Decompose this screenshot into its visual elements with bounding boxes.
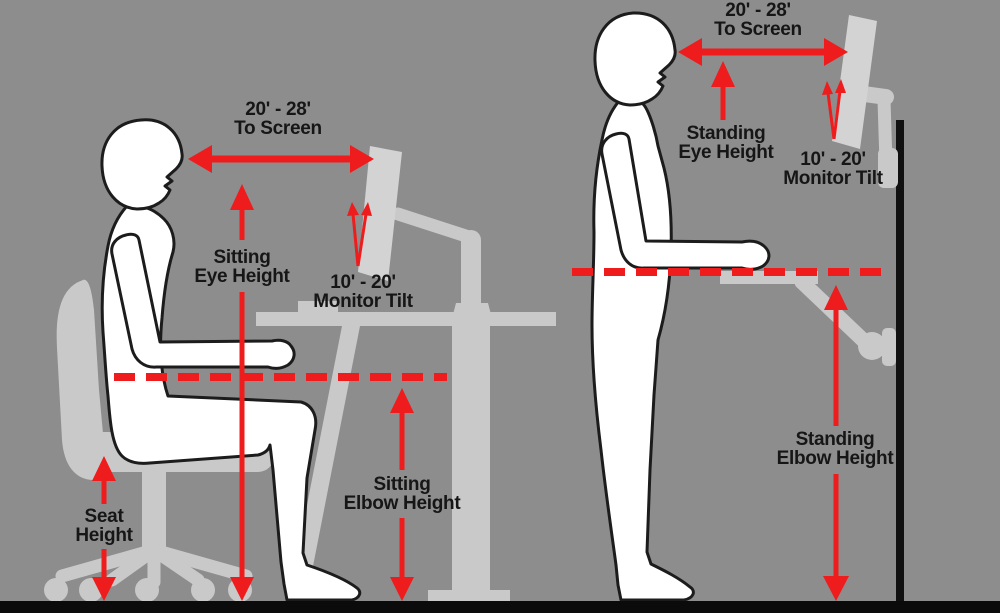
red-annotations <box>92 38 892 601</box>
chair-post <box>142 472 166 552</box>
chair-base <box>55 543 253 589</box>
sitting-desk <box>256 301 556 604</box>
label-sitting-elbow-height: Sitting Elbow Height <box>322 475 482 513</box>
label-line: Elbow Height <box>343 493 461 514</box>
sitting-monitor-tilt-arrow <box>347 202 372 267</box>
sitting-to-screen-arrow <box>188 145 374 173</box>
desk-column <box>452 326 490 602</box>
standing-to-screen-arrow <box>678 38 848 66</box>
sitting-person-head <box>100 118 184 211</box>
label-line: 20' - 28' <box>725 0 791 21</box>
label-standing-elbow-height: Standing Elbow Height <box>755 430 915 468</box>
label-line: Standing <box>686 123 766 144</box>
desk-keyboard <box>298 301 338 312</box>
keyboard-tray-arm <box>794 274 871 348</box>
standing-person-arm <box>600 131 771 271</box>
label-line: To Screen <box>234 118 322 139</box>
keyboard-tray-wall-mount <box>882 328 896 366</box>
label-line: 10' - 20' <box>800 149 866 170</box>
floor <box>0 601 1000 613</box>
wall-monitor <box>832 15 898 188</box>
label-seat-height: Seat Height <box>34 507 174 545</box>
sitting-eye-height-arrow <box>230 184 254 601</box>
label-line: Sitting <box>373 474 431 495</box>
wall <box>896 120 904 602</box>
label-line: 20' - 28' <box>245 99 311 120</box>
desk-monitor-arm <box>391 207 481 322</box>
wall-monitor-screen <box>832 15 877 149</box>
label-sitting-eye-height: Sitting Eye Height <box>162 248 322 286</box>
keyboard-tray-joint <box>858 332 886 360</box>
seat-height-arrow <box>92 456 116 601</box>
label-standing-eye-height: Standing Eye Height <box>646 124 806 162</box>
label-line: Standing <box>795 429 875 450</box>
standing-person-head <box>593 11 677 107</box>
chair-backrest <box>56 279 107 481</box>
wall-monitor-mount <box>878 148 898 188</box>
standing-eye-height-arrow <box>711 61 735 120</box>
label-standing-monitor-tilt: 10' - 20' Monitor Tilt <box>753 150 913 188</box>
label-line: Monitor Tilt <box>313 291 413 312</box>
desk-surface <box>256 312 556 326</box>
label-line: Monitor Tilt <box>783 168 883 189</box>
sitting-person-body <box>100 204 362 602</box>
chair-casters <box>44 578 252 602</box>
label-sitting-to-screen: 20' - 28' To Screen <box>198 100 358 138</box>
sitting-elbow-height-arrow <box>390 388 414 601</box>
desk-front-leg <box>288 326 360 602</box>
standing-person <box>590 11 771 602</box>
label-line: Elbow Height <box>776 448 894 469</box>
label-line: Height <box>75 525 133 546</box>
label-line: 10' - 20' <box>330 272 396 293</box>
keyboard-tray <box>720 271 896 366</box>
desk-monitor-screen <box>358 146 402 281</box>
label-line: Eye Height <box>678 142 774 163</box>
desk-base <box>428 590 510 604</box>
label-standing-to-screen: 20' - 28' To Screen <box>678 1 838 39</box>
label-line: To Screen <box>714 19 802 40</box>
desk-monitor <box>358 146 481 322</box>
label-line: Eye Height <box>194 266 290 287</box>
label-line: Seat <box>84 506 124 527</box>
standing-monitor-tilt-arrow <box>822 79 846 140</box>
label-line: Sitting <box>213 247 271 268</box>
sitting-person <box>100 118 362 602</box>
label-sitting-monitor-tilt: 10' - 20' Monitor Tilt <box>283 273 443 311</box>
standing-elbow-height-arrow <box>823 285 849 601</box>
sitting-person-arm <box>110 232 296 370</box>
